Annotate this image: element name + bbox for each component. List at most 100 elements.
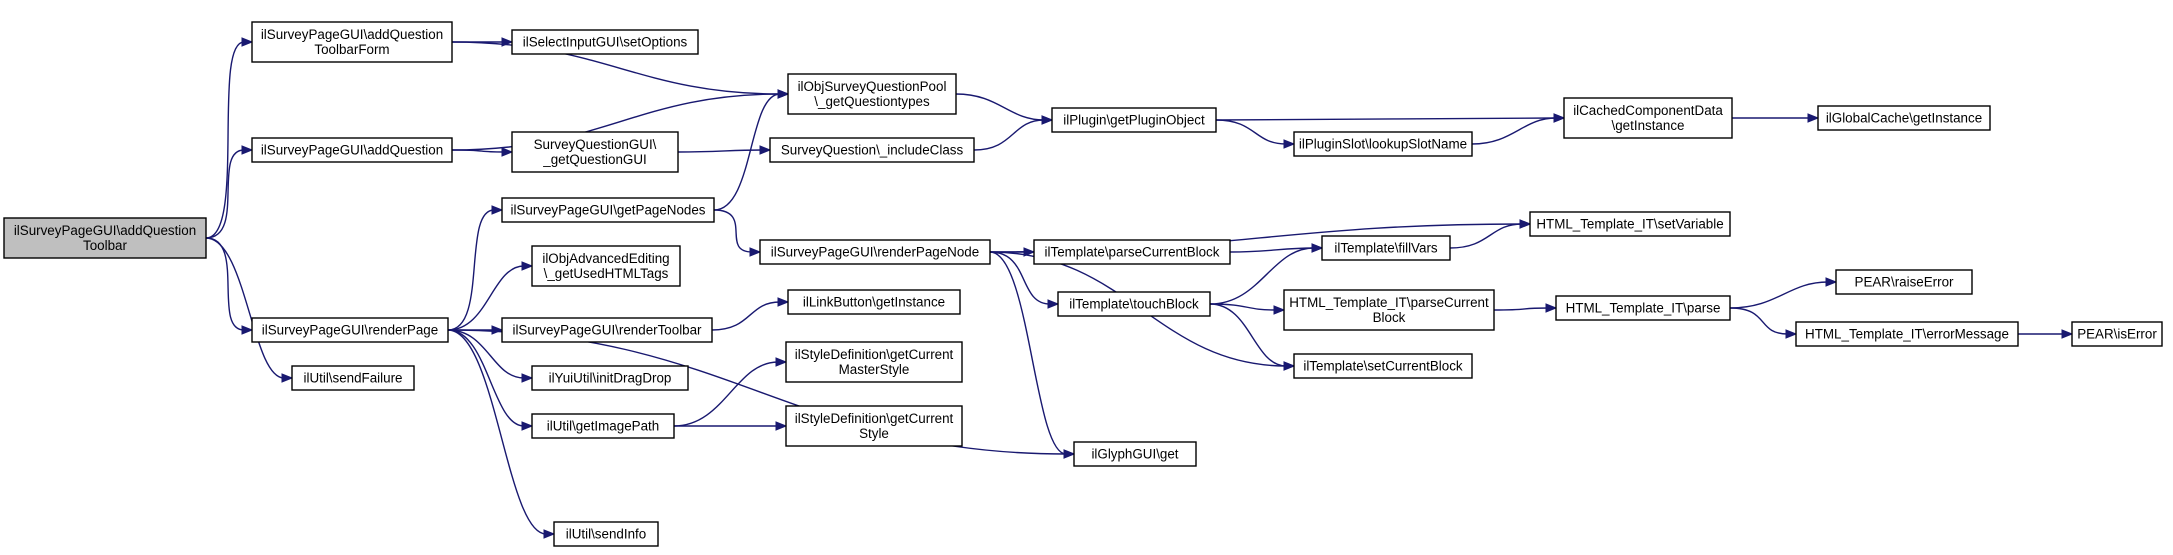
node-box: [787, 73, 957, 115]
node-getQuestionGUI[interactable]: SurveyQuestionGUI\_getQuestionGUI: [511, 131, 679, 173]
edge-parseCurrentBlock-to-fillVars: [1229, 247, 1315, 253]
node-box: [1057, 291, 1211, 317]
node-label-line: ilUtil\sendFailure: [304, 371, 403, 386]
edge-renderPageNode-to-touchBlock: [989, 251, 1051, 305]
node-glyphGet[interactable]: ilGlyphGUI\get: [1073, 441, 1197, 467]
node-label-line: MasterStyle: [839, 362, 910, 377]
node-linkGetInstance[interactable]: ilLinkButton\getInstance: [787, 289, 961, 315]
node-box: [1073, 441, 1197, 467]
node-box: [1795, 321, 2019, 347]
node-setVariable[interactable]: HTML_Template_IT\setVariable: [1529, 211, 1731, 237]
node-itParse[interactable]: HTML_Template_IT\parse: [1555, 295, 1731, 321]
node-box: [1555, 295, 1731, 321]
node-box: [251, 21, 453, 63]
nodes-layer: ilSurveyPageGUI\addQuestionToolbarilSurv…: [3, 21, 2163, 547]
node-getQuestiontypes[interactable]: ilObjSurveyQuestionPool\_getQuestiontype…: [787, 73, 957, 115]
edge-arrowhead: [777, 297, 790, 307]
edge-arrowhead: [1063, 449, 1076, 459]
node-label-line: ilYuiUtil\initDragDrop: [549, 371, 672, 386]
node-label-line: Toolbar: [83, 238, 127, 253]
edge-arrowhead: [1519, 219, 1532, 229]
node-label-line: ilGlyphGUI\get: [1091, 447, 1178, 462]
edge-arrowhead: [1283, 139, 1296, 149]
node-parseCurrentBlock[interactable]: ilTemplate\parseCurrentBlock: [1033, 239, 1231, 265]
edge-getQuestiontypes-to-getPluginObject: [955, 93, 1045, 121]
node-box: [1529, 211, 1731, 237]
edge-arrowhead: [501, 147, 514, 157]
node-label-line: HTML_Template_IT\setVariable: [1536, 217, 1723, 232]
node-label-line: Style: [859, 426, 889, 441]
node-label-line: ilSurveyPageGUI\renderToolbar: [512, 323, 702, 338]
edge-itParse-to-raiseError: [1729, 281, 1829, 309]
node-box: [3, 217, 207, 259]
node-label-line: ilTemplate\fillVars: [1334, 241, 1437, 256]
node-isError[interactable]: PEAR\isError: [2071, 321, 2163, 347]
node-box: [785, 341, 963, 383]
edge-arrowhead: [1807, 113, 1820, 123]
node-box: [531, 413, 675, 439]
node-box: [511, 29, 699, 55]
edge-arrowhead: [521, 261, 534, 271]
node-label-line: ilObjSurveyQuestionPool: [798, 79, 947, 94]
node-addQuestion[interactable]: ilSurveyPageGUI\addQuestion: [251, 137, 453, 163]
node-renderPage[interactable]: ilSurveyPageGUI\renderPage: [251, 317, 449, 343]
edge-arrowhead: [1825, 277, 1838, 287]
edge-arrowhead: [491, 325, 504, 335]
node-label-line: ilSurveyPageGUI\addQuestion: [261, 143, 443, 158]
node-box: [1835, 269, 1973, 295]
edge-arrowhead: [521, 373, 534, 383]
edge-arrowhead: [775, 357, 788, 367]
node-fillVars[interactable]: ilTemplate\fillVars: [1321, 235, 1451, 261]
edge-renderPage-to-sendInfo: [447, 329, 547, 535]
edge-renderPage-to-getImagePath: [447, 329, 525, 427]
edge-arrowhead: [241, 145, 254, 155]
node-renderPageNode[interactable]: ilSurveyPageGUI\renderPageNode: [759, 239, 991, 265]
node-getPluginObject[interactable]: ilPlugin\getPluginObject: [1051, 107, 1217, 133]
edge-includeClass-to-getPluginObject: [973, 119, 1045, 151]
node-label-line: \_getQuestiontypes: [814, 94, 930, 109]
node-getUsedHTMLTags[interactable]: ilObjAdvancedEditing\_getUsedHTMLTags: [531, 245, 681, 287]
node-label-line: ilTemplate\parseCurrentBlock: [1045, 245, 1220, 260]
node-label-line: ilPluginSlot\lookupSlotName: [1299, 137, 1467, 152]
edge-arrowhead: [1545, 303, 1558, 313]
edge-arrowhead: [1553, 113, 1566, 123]
node-sendFailure[interactable]: ilUtil\sendFailure: [291, 365, 415, 391]
edge-arrowhead: [1041, 115, 1054, 125]
node-itParseCurrentBlock[interactable]: HTML_Template_IT\parseCurrentBlock: [1283, 289, 1495, 331]
node-label-line: ilCachedComponentData: [1573, 103, 1723, 118]
node-setOptions[interactable]: ilSelectInputGUI\setOptions: [511, 29, 699, 55]
node-box: [511, 131, 679, 173]
node-label-line: ilSelectInputGUI\setOptions: [523, 35, 688, 50]
edge-addQuestion-to-getQuestiontypes: [451, 93, 781, 151]
node-box: [2071, 321, 2163, 347]
node-label-line: ilStyleDefinition\getCurrent: [795, 347, 954, 362]
node-lookupSlotName[interactable]: ilPluginSlot\lookupSlotName: [1293, 131, 1473, 157]
edge-arrowhead: [749, 247, 762, 257]
node-includeClass[interactable]: SurveyQuestion\_includeClass: [769, 137, 975, 163]
node-label-line: PEAR\raiseError: [1855, 275, 1955, 290]
node-label-line: Block: [1373, 310, 1406, 325]
node-renderToolbar[interactable]: ilSurveyPageGUI\renderToolbar: [501, 317, 713, 343]
node-box: [1033, 239, 1231, 265]
node-label-line: ilSurveyPageGUI\renderPage: [262, 323, 438, 338]
node-cachedGetInstance[interactable]: ilCachedComponentData\getInstance: [1563, 97, 1733, 139]
node-sendInfo[interactable]: ilUtil\sendInfo: [553, 521, 659, 547]
node-raiseError[interactable]: PEAR\raiseError: [1835, 269, 1973, 295]
node-touchBlock[interactable]: ilTemplate\touchBlock: [1057, 291, 1211, 317]
node-getPageNodes[interactable]: ilSurveyPageGUI\getPageNodes: [501, 197, 715, 223]
node-label-line: ilObjAdvancedEditing: [542, 251, 669, 266]
edge-arrowhead: [775, 421, 788, 431]
node-initDragDrop[interactable]: ilYuiUtil\initDragDrop: [531, 365, 689, 391]
node-errorMessage[interactable]: HTML_Template_IT\errorMessage: [1795, 321, 2019, 347]
node-getImagePath[interactable]: ilUtil\getImagePath: [531, 413, 675, 439]
node-globalCacheGetInstance[interactable]: ilGlobalCache\getInstance: [1817, 105, 1991, 131]
edge-getPluginObject-to-lookupSlotName: [1215, 119, 1287, 145]
node-box: [785, 405, 963, 447]
node-setCurrentBlock[interactable]: ilTemplate\setCurrentBlock: [1293, 353, 1473, 379]
node-label-line: \_getUsedHTMLTags: [544, 266, 669, 281]
